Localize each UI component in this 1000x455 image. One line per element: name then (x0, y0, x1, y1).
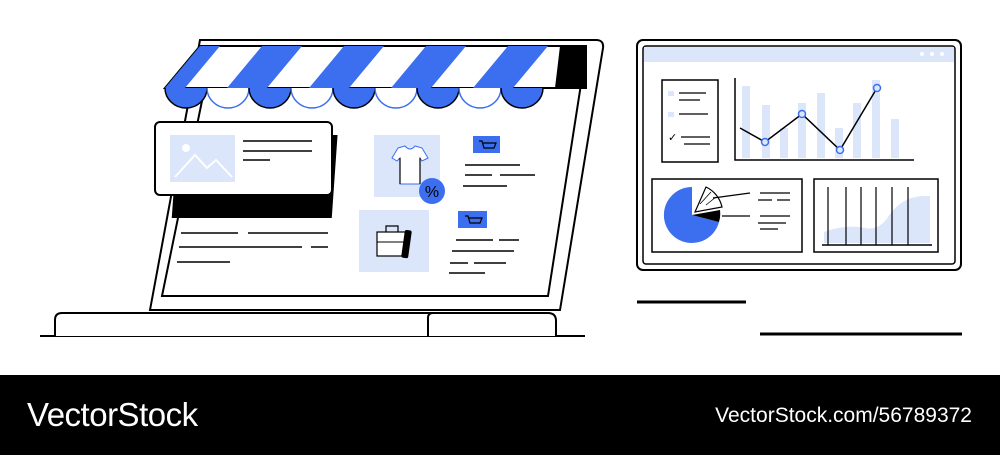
percent-badge-icon (419, 178, 445, 204)
pie-chart-panel (651, 178, 803, 253)
pie-chart-icon (663, 186, 723, 243)
footer-bar: VectorStock VectorStock.com/56789372 (0, 375, 1000, 455)
area-chart-icon (813, 178, 939, 253)
storefront-awning-icon (162, 45, 587, 109)
shopping-basket-icon (458, 211, 487, 228)
laptop-base (54, 312, 557, 336)
checkmark: ✓ (668, 131, 677, 144)
brand-logo[interactable]: VectorStock (27, 396, 198, 433)
briefcase-product-tile (359, 210, 429, 272)
line-chart-icon (739, 83, 882, 155)
description-text-lines (177, 232, 328, 263)
shopping-cart-icon (473, 136, 500, 153)
bar-chart-icon (734, 78, 914, 161)
briefcase-icon (376, 225, 412, 259)
dashboard-title-bar (644, 47, 954, 62)
illustration: % (40, 39, 962, 337)
cart-listing-1 (463, 136, 535, 187)
stock-url[interactable]: VectorStock.com/56789372 (715, 404, 972, 427)
analytics-dashboard: ✓ (636, 39, 962, 336)
image-placeholder-icon (170, 135, 235, 182)
product-card (154, 121, 338, 218)
tshirt-product-tile: % (374, 135, 445, 204)
laptop-store: % (40, 39, 605, 337)
cart-listing-2 (449, 211, 519, 274)
discount-symbol: % (425, 184, 439, 201)
checklist-icon: ✓ (661, 79, 719, 163)
